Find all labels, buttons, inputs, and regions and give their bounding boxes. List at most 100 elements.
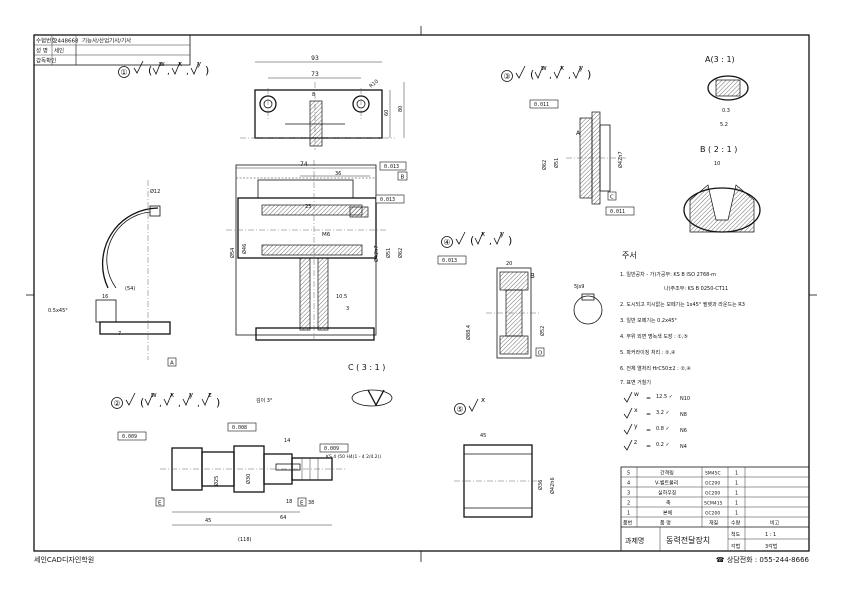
svg-text:각법: 각법 <box>731 543 740 550</box>
shaft-view: (118) 64 45 38 18 Ø25 Ø30 KS 4 (50 H4(1 … <box>117 397 381 543</box>
svg-text:,: , <box>159 399 162 409</box>
svg-text:y: y <box>189 391 193 399</box>
detail-a: A(3 : 1) 0.3 5.2 <box>705 55 749 128</box>
dim-64: 64 <box>280 515 286 521</box>
svg-text:N4: N4 <box>680 444 687 450</box>
header-label-name: 성 명 <box>36 47 48 55</box>
svg-text:,: , <box>186 67 189 77</box>
detail-a-label: A(3 : 1) <box>705 55 735 64</box>
svg-text:재질: 재질 <box>709 520 719 527</box>
svg-text:w: w <box>151 391 157 399</box>
svg-text:y: y <box>634 423 638 430</box>
note-3: 3. 일반 모떼기는 0.2x45° <box>620 317 677 324</box>
note-2: 2. 도시되고 지시없는 모떼기는 1x45° 필렛과 라운드는 R3 <box>620 301 745 308</box>
dim-62: Ø62 <box>397 248 404 258</box>
body-front-section: 74 36 23 M6 Ø54 Ø46 Ø42h7 Ø51 Ø62 10.5 3… <box>226 160 408 341</box>
svg-text:=: = <box>646 411 651 418</box>
dim-51b: Ø51 <box>553 158 560 168</box>
svg-text:w: w <box>634 391 639 398</box>
svg-text:): ) <box>205 64 209 77</box>
notes: 주서 1. 일반공차 - 가)가공부: KS B ISO 2768-m 나)주조… <box>620 251 745 451</box>
svg-text:y: y <box>197 60 201 68</box>
svg-text:1: 1 <box>735 491 738 497</box>
svg-text:실하우징: 실하우징 <box>658 490 676 497</box>
header-label-supervisor: 감독확인 <box>36 57 56 65</box>
dim-0-3: 0.3 <box>722 108 730 114</box>
dim-20: 20 <box>506 261 512 267</box>
rough-legend: w = 12.5 ✓ N10 x = 3.2 ✓ N8 y = 0.8 ✓ N6… <box>623 391 690 451</box>
dim-38: 38 <box>308 500 314 506</box>
dim-80: 80 <box>398 106 404 112</box>
svg-text:GC200: GC200 <box>705 491 720 497</box>
svg-text:A: A <box>576 130 581 137</box>
svg-text:N8: N8 <box>680 412 687 418</box>
svg-text:N10: N10 <box>680 396 690 402</box>
detail-b-label: B ( 2 : 1 ) <box>700 145 737 154</box>
svg-text:z: z <box>634 439 637 446</box>
svg-text:x: x <box>481 396 485 404</box>
dim-25: Ø25 <box>213 476 220 486</box>
sheet-border <box>33 34 810 552</box>
tol-4: 0.008 <box>232 425 247 431</box>
pulley-section: 0.013 20 Ø88.4 Ø52 D 5Js9 B <box>437 255 603 359</box>
dim-10: 10 <box>714 161 720 167</box>
tol-1: 0.013 <box>384 164 399 170</box>
svg-text:2: 2 <box>627 501 630 507</box>
dim-16: 16 <box>102 294 108 300</box>
dim-93: 93 <box>311 55 319 62</box>
dim-deg: 깊이 3° <box>256 397 273 404</box>
detail-c: C ( 3 : 1 ) <box>348 363 393 407</box>
dim-42h7: Ø42h7 <box>373 245 380 262</box>
svg-text:GC200: GC200 <box>705 481 720 487</box>
svg-text:GC200: GC200 <box>705 511 720 517</box>
view-5-label: ⑤ x <box>454 396 485 415</box>
svg-text:1: 1 <box>627 511 630 517</box>
dim-118: (118) <box>238 537 251 543</box>
note-4: 4. 부위 외면 명녹색 도장 : ①,⑤ <box>620 333 688 340</box>
svg-text:SM45C: SM45C <box>705 471 721 477</box>
svg-text:z: z <box>208 391 212 399</box>
view-2-label: ② ( w , x , y , z ) <box>111 391 220 409</box>
svg-text:1 : 1: 1 : 1 <box>765 532 776 538</box>
note-1: 1. 일반공차 - 가)가공부: KS B ISO 2768-m <box>620 271 716 278</box>
dim-74: 74 <box>300 161 308 168</box>
svg-text:본체: 본체 <box>663 510 673 517</box>
svg-text:0.2 ✓: 0.2 ✓ <box>656 442 670 448</box>
svg-text:축: 축 <box>666 500 671 507</box>
dim-5-2: 5.2 <box>720 122 728 128</box>
svg-text:12.5 ✓: 12.5 ✓ <box>656 394 673 400</box>
note-1b: 나)주조부: KS B 0250-CT11 <box>664 285 728 292</box>
svg-text:1: 1 <box>735 501 738 507</box>
dim-51: Ø51 <box>385 248 392 258</box>
dim-thread: KS 4 (50 H4(1 - 4 2/4.2)) <box>326 454 381 460</box>
svg-text:3.2 ✓: 3.2 ✓ <box>656 410 670 416</box>
header-extra: 기능사/산업기사/기사 <box>82 37 131 45</box>
svg-text:3: 3 <box>627 491 630 497</box>
svg-text:②: ② <box>113 399 120 408</box>
datum-d: D <box>538 351 542 357</box>
tol-8: 0.013 <box>442 258 457 264</box>
dim-r10: R10 <box>368 79 379 90</box>
note-7: 7. 표면 거칠기 <box>620 379 651 386</box>
svg-text:,: , <box>568 71 571 81</box>
svg-text:SCM415: SCM415 <box>704 501 723 507</box>
dim-45: 45 <box>205 518 211 524</box>
dim-8: 8 <box>312 92 315 98</box>
body-top-view: 93 73 8 R10 60 80 <box>240 55 405 150</box>
dim-keyway: 5Js9 <box>574 284 584 290</box>
dim-54: Ø54 <box>229 248 236 258</box>
view-3-label: ③ ( w , x , y ) <box>501 64 591 82</box>
footer-right: ☎ 상담전화 : 055-244-8666 <box>716 555 810 564</box>
dim-23: 23 <box>305 204 311 210</box>
dim-52: Ø52 <box>539 326 546 336</box>
notes-title: 주서 <box>622 251 637 260</box>
dim-54b: (54) <box>125 286 135 292</box>
svg-text:x: x <box>170 391 174 399</box>
dim-88: Ø88.4 <box>465 325 472 340</box>
tol-2: 0.013 <box>380 197 395 203</box>
dim-18: 18 <box>286 499 292 505</box>
svg-text:4: 4 <box>627 481 630 487</box>
svg-text:5: 5 <box>627 471 630 477</box>
view-4-label: ④ ( x , y ) <box>441 230 512 248</box>
